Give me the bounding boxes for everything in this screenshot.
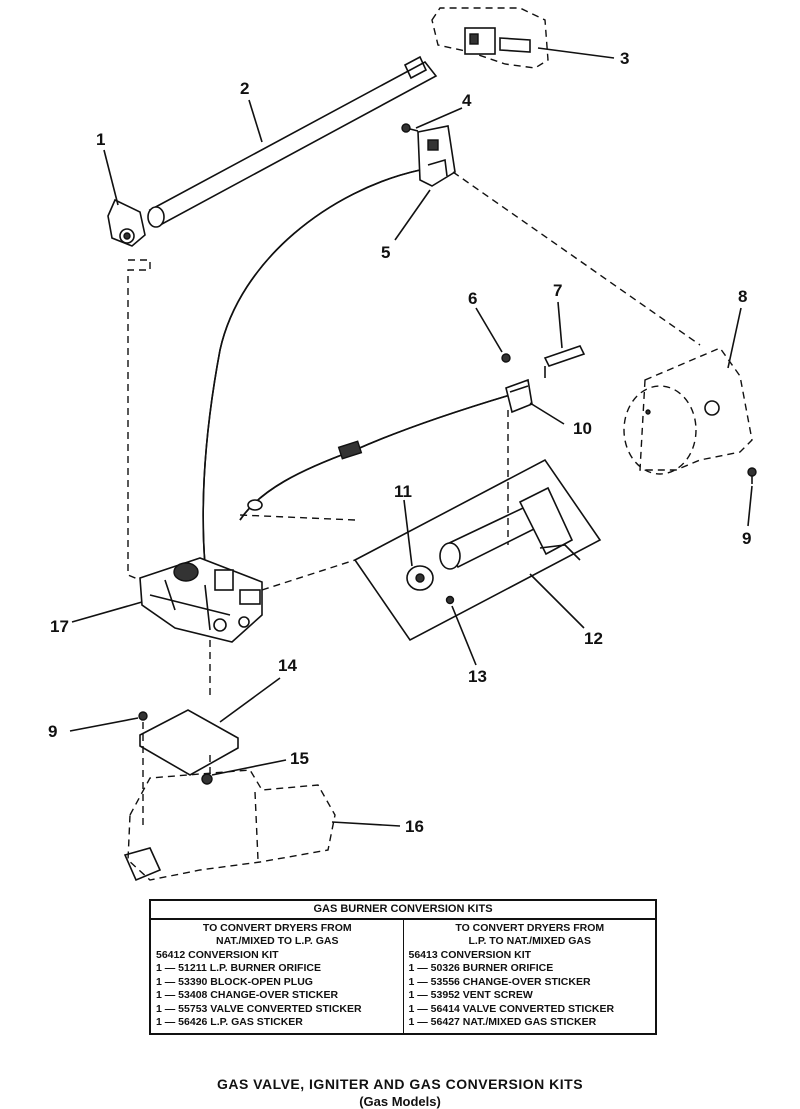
part-bracket-1 bbox=[107, 198, 146, 247]
kit-column-lp: TO CONVERT DRYERS FROM NAT./MIXED TO L.P… bbox=[151, 920, 403, 1033]
kit-item: 1 — 50326 BURNER ORIFICE bbox=[408, 962, 554, 974]
kit-item: 1 — 53952 VENT SCREW bbox=[408, 989, 533, 1001]
callout-16: 16 bbox=[405, 817, 424, 836]
wire-harness bbox=[202, 169, 511, 566]
kit-item: 1 — 55753 VALVE CONVERTED STICKER bbox=[156, 1002, 362, 1015]
part-screw-6 bbox=[501, 353, 511, 363]
callout-6: 6 bbox=[468, 289, 477, 308]
callout-9-right: 9 bbox=[742, 529, 751, 548]
callout-17: 17 bbox=[50, 617, 69, 636]
kit-column-nat: TO CONVERT DRYERS FROM L.P. TO NAT./MIXE… bbox=[402, 919, 656, 1033]
part-tube-2 bbox=[147, 55, 438, 228]
page-title: GAS VALVE, IGNITER AND GAS CONVERSION KI… bbox=[216, 1076, 584, 1092]
part-base-16 bbox=[123, 769, 336, 882]
callout-7: 7 bbox=[553, 281, 562, 300]
part-screw-13 bbox=[445, 595, 455, 605]
callout-15: 15 bbox=[290, 749, 309, 768]
callout-12: 12 bbox=[584, 629, 603, 648]
part-igniter-bracket-5 bbox=[417, 125, 456, 187]
kit-number: 56412 CONVERSION KIT bbox=[156, 948, 279, 961]
page-subtitle: (Gas Models) bbox=[359, 1094, 441, 1109]
callout-5: 5 bbox=[381, 243, 390, 262]
part-bracket-3 bbox=[431, 7, 549, 69]
callout-1: 1 bbox=[96, 130, 105, 149]
kit-item: 1 — 53390 BLOCK-OPEN PLUG bbox=[156, 975, 313, 988]
callout-8: 8 bbox=[738, 287, 747, 306]
kit-item: 1 — 53556 CHANGE-OVER STICKER bbox=[408, 975, 591, 988]
callout-4: 4 bbox=[462, 91, 472, 110]
part-orifice-11 bbox=[406, 565, 434, 591]
callout-10: 10 bbox=[573, 419, 592, 438]
kit-item: 1 — 53408 CHANGE-OVER STICKER bbox=[156, 989, 339, 1001]
kit-number: 56413 CONVERSION KIT bbox=[408, 948, 532, 961]
part-screw-9a bbox=[747, 467, 757, 484]
part-plate-14 bbox=[139, 709, 239, 776]
callout-3: 3 bbox=[620, 49, 629, 68]
kit-heading-line2: NAT./MIXED TO L.P. GAS bbox=[215, 935, 339, 947]
callout-13: 13 bbox=[468, 667, 487, 686]
table-heading: GAS BURNER CONVERSION KITS bbox=[151, 901, 655, 920]
callout-9-left: 9 bbox=[48, 722, 57, 741]
part-igniter-10 bbox=[505, 378, 533, 414]
callout-2: 2 bbox=[240, 79, 249, 98]
conversion-kits-table: GAS BURNER CONVERSION KITS TO CONVERT DR… bbox=[149, 899, 657, 1035]
part-gas-valve-17 bbox=[139, 557, 263, 643]
part-screw-4 bbox=[401, 123, 419, 133]
kit-item: 1 — 51211 L.P. BURNER ORIFICE bbox=[156, 962, 321, 974]
kit-heading-line2: L.P. TO NAT./MIXED GAS bbox=[468, 935, 592, 947]
part-screw-9b bbox=[138, 711, 148, 721]
kit-item: 1 — 56426 L.P. GAS STICKER bbox=[156, 1016, 303, 1028]
kit-item: 1 — 56414 VALVE CONVERTED STICKER bbox=[408, 1002, 615, 1015]
part-shield-8 bbox=[623, 347, 753, 475]
part-clip-7 bbox=[543, 345, 586, 378]
leader-lines bbox=[69, 47, 753, 827]
alignment-lines bbox=[127, 171, 701, 830]
callout-14: 14 bbox=[278, 656, 297, 675]
callout-labels: 1 2 3 4 5 6 7 8 9 10 11 12 13 14 15 16 1… bbox=[48, 49, 751, 836]
kit-heading-line1: TO CONVERT DRYERS FROM bbox=[202, 921, 352, 934]
part-burner-12 bbox=[353, 458, 602, 642]
kit-item: 1 — 56427 NAT./MIXED GAS STICKER bbox=[408, 1016, 597, 1028]
kit-heading-line1: TO CONVERT DRYERS FROM bbox=[455, 921, 605, 934]
part-screw-15 bbox=[201, 773, 213, 785]
callout-11: 11 bbox=[394, 482, 412, 501]
